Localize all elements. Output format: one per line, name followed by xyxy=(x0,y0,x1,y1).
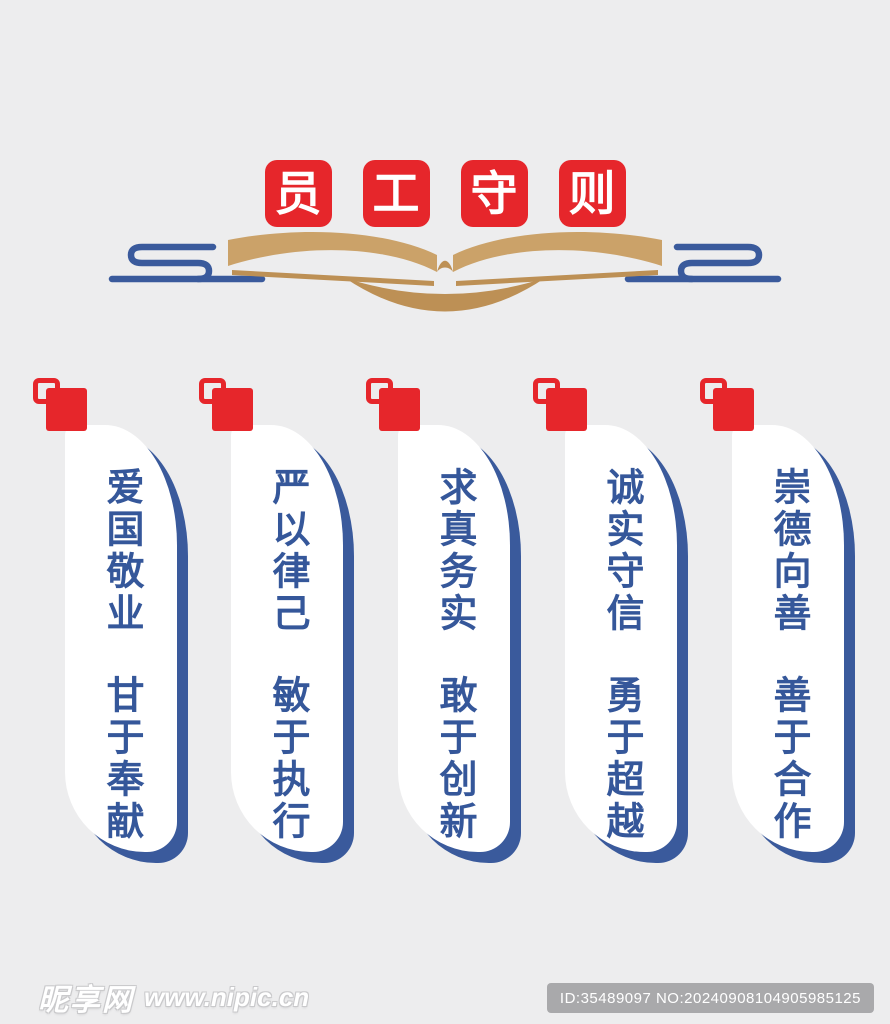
slogan-text: 求真务实 敢于创新 xyxy=(433,467,475,843)
stock-id-badge: ID:35489097 NO:20240908104905985125 xyxy=(546,983,874,1013)
pennant-card: 崇德向善 善于合作 xyxy=(732,425,844,852)
slogan-line: 勇于超越 xyxy=(600,675,642,843)
slogan-line: 甘于奉献 xyxy=(100,675,142,843)
slogan-text: 严以律己 敏于执行 xyxy=(266,467,308,843)
pennant-card: 求真务实 敢于创新 xyxy=(398,425,510,852)
pennant-card: 严以律己 敏于执行 xyxy=(231,425,343,852)
slogan-line: 敏于执行 xyxy=(266,675,308,843)
slogan-text: 崇德向善 善于合作 xyxy=(767,467,809,843)
watermark-site-name: 昵享网 xyxy=(38,984,134,1017)
watermark-site-url: www.nipic.cn xyxy=(144,981,310,1012)
title-char-tile: 则 xyxy=(558,160,626,227)
title-char-tile: 守 xyxy=(460,160,528,227)
pennant-banner: 诚实守信 勇于超越 xyxy=(533,376,733,868)
flag-pin-icon xyxy=(46,388,87,431)
flag-pin-icon xyxy=(546,388,587,431)
title-char-tile: 员 xyxy=(264,160,332,227)
pennant-card: 爱国敬业 甘于奉献 xyxy=(65,425,177,852)
cloud-scroll-right-icon xyxy=(624,243,782,283)
slogan-text: 诚实守信 勇于超越 xyxy=(600,467,642,843)
site-watermark: 昵享网 www.nipic.cn xyxy=(38,978,310,1018)
slogan-line: 爱国敬业 xyxy=(100,467,142,635)
pennant-card: 诚实守信 勇于超越 xyxy=(565,425,677,852)
slogan-line: 敢于创新 xyxy=(433,675,475,843)
slogan-line: 崇德向善 xyxy=(767,467,809,635)
cloud-scroll-left-icon xyxy=(108,243,266,283)
open-book-icon xyxy=(228,232,662,312)
slogan-line: 严以律己 xyxy=(266,467,308,635)
pennant-banner: 求真务实 敢于创新 xyxy=(366,376,566,868)
header-emblem xyxy=(108,232,782,312)
title-char-tile: 工 xyxy=(362,160,430,227)
pennant-banner: 崇德向善 善于合作 xyxy=(700,376,890,868)
page-title: 员 工 守 则 xyxy=(0,160,890,227)
flag-pin-icon xyxy=(379,388,420,431)
pennant-banner: 严以律己 敏于执行 xyxy=(199,376,399,868)
slogan-line: 求真务实 xyxy=(433,467,475,635)
slogan-line: 诚实守信 xyxy=(600,467,642,635)
flag-pin-icon xyxy=(212,388,253,431)
slogan-line: 善于合作 xyxy=(767,675,809,843)
slogan-text: 爱国敬业 甘于奉献 xyxy=(100,467,142,843)
flag-pin-icon xyxy=(713,388,754,431)
pennant-banner: 爱国敬业 甘于奉献 xyxy=(33,376,233,868)
